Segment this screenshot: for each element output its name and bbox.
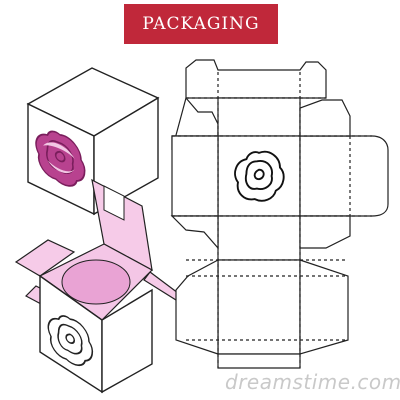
panel-top	[217, 97, 301, 137]
watermark: dreamstime.com	[225, 370, 400, 394]
left-lower-flap	[170, 215, 219, 250]
right-upper-flap	[299, 99, 351, 137]
glue-strip	[217, 353, 301, 369]
side-panel-right	[299, 135, 389, 217]
panel-bottom	[217, 215, 301, 261]
inner-insert	[61, 259, 131, 305]
flap-tab	[103, 185, 125, 221]
right-lower-flap	[299, 215, 351, 249]
rose-icon	[35, 121, 86, 196]
closed-box	[26, 67, 160, 216]
fold-lines	[172, 72, 372, 368]
open-box-right	[101, 288, 153, 394]
top-tuck-flap	[185, 59, 327, 99]
bottom-right-tab	[299, 259, 349, 355]
title-banner: PACKAGING	[124, 4, 278, 44]
title-text: PACKAGING	[142, 14, 260, 34]
left-flap	[14, 239, 76, 277]
dieline	[170, 59, 389, 369]
open-box	[14, 178, 184, 394]
side-panel-left	[171, 135, 219, 217]
